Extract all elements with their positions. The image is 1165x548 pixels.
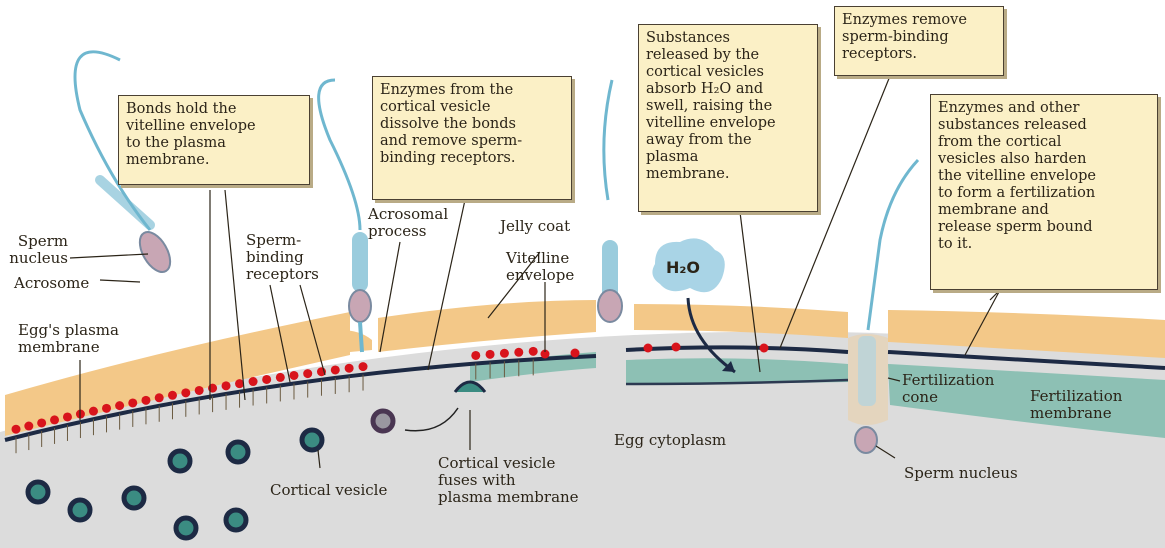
- label-sperm-binding-receptors: Sperm- binding receptors: [246, 232, 319, 283]
- receptor-dot: [115, 401, 124, 410]
- receptor-dot: [249, 377, 258, 386]
- receptor-dot: [155, 393, 164, 402]
- receptor-dot: [222, 381, 231, 390]
- receptor-dot: [181, 388, 190, 397]
- label-egg-cytoplasm: Egg cytoplasm: [614, 432, 726, 449]
- callout-enzymes-cortical: Enzymes from the cortical vesicle dissol…: [372, 76, 572, 200]
- callout-enzymes-harden: Enzymes and other substances released fr…: [930, 94, 1158, 290]
- callout-enzymes-remove: Enzymes remove sperm-binding receptors.: [834, 6, 1004, 76]
- receptor-dot: [514, 348, 523, 357]
- receptor-dot: [168, 391, 177, 400]
- receptor-dot: [359, 362, 368, 371]
- receptor-dot: [276, 373, 285, 382]
- receptor-dot: [644, 344, 653, 353]
- receptor-dot: [24, 422, 33, 431]
- receptor-dot: [471, 351, 480, 360]
- receptor-dot: [89, 407, 98, 416]
- receptor-dot: [102, 404, 111, 413]
- receptor-dot: [529, 347, 538, 356]
- label-cortical-vesicle-fuses: Cortical vesicle fuses with plasma membr…: [438, 455, 579, 506]
- receptor-dot: [672, 343, 681, 352]
- receptor-dot: [12, 425, 21, 434]
- receptor-dot: [50, 415, 59, 424]
- receptor-dot: [486, 350, 495, 359]
- label-cortical-vesicle: Cortical vesicle: [270, 482, 387, 499]
- receptor-dot: [37, 418, 46, 427]
- receptor-dot: [262, 375, 271, 384]
- label-sperm-nucleus-right: Sperm nucleus: [904, 465, 1018, 482]
- label-h2o: H₂O: [666, 259, 700, 276]
- callout-bonds-hold: Bonds hold the vitelline envelope to the…: [118, 95, 310, 185]
- label-jelly-coat: Jelly coat: [500, 218, 570, 235]
- sperm-fusing: [598, 80, 622, 322]
- receptor-dot: [289, 371, 298, 380]
- receptor-dot: [345, 364, 354, 373]
- sperm-acrosomal: [319, 80, 371, 352]
- receptor-dot: [141, 396, 150, 405]
- receptor-dot: [571, 349, 580, 358]
- receptor-dot: [195, 386, 204, 395]
- label-egg-plasma-membrane: Egg's plasma membrane: [18, 322, 119, 356]
- label-sperm-nucleus-left: Sperm nucleus: [4, 233, 68, 267]
- label-fertilization-membrane: Fertilization membrane: [1030, 388, 1122, 422]
- receptor-dot: [63, 412, 72, 421]
- label-fertilization-cone: Fertilization cone: [902, 372, 994, 406]
- receptor-dot: [760, 344, 769, 353]
- receptor-dot: [128, 398, 137, 407]
- label-acrosome: Acrosome: [14, 275, 89, 292]
- receptor-dot: [303, 369, 312, 378]
- receptor-dot: [500, 349, 509, 358]
- receptor-dot: [331, 365, 340, 374]
- label-acrosomal-process: Acrosomal process: [368, 206, 448, 240]
- callout-substances-released: Substances released by the cortical vesi…: [638, 24, 818, 212]
- label-vitelline-envelope: Vitelline envelope: [506, 250, 574, 284]
